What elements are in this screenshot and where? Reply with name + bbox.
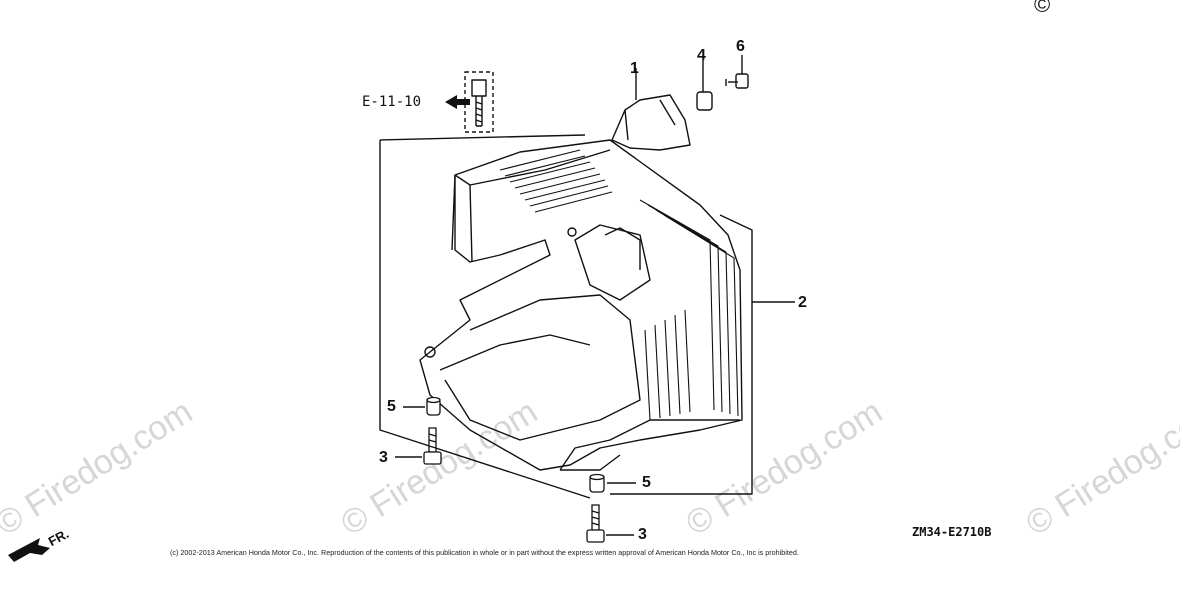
frame-right (610, 214, 753, 495)
cylinder-window (574, 224, 651, 301)
callout-5-right: 5 (642, 474, 651, 491)
callout-1: 1 (630, 60, 639, 77)
part-1-bracket (611, 94, 691, 151)
shroud-top-grille (499, 149, 613, 213)
part-5-collar-left (426, 396, 441, 416)
frame-left (379, 140, 591, 499)
part-4-clip-nut (696, 91, 713, 111)
reference-bolt-head (471, 79, 487, 97)
shroud-cooling-fins (639, 199, 739, 421)
part-6-bolt (735, 73, 749, 89)
callout-2: 2 (798, 294, 807, 311)
callout-3-left: 3 (379, 449, 388, 466)
corner-copyright-mark: © (1034, 0, 1051, 17)
shroud-outline (419, 139, 743, 471)
reference-bolt-box (464, 71, 494, 133)
part-3-bolt-right (586, 504, 605, 543)
callout-6: 6 (736, 38, 745, 55)
copyright-notice: (c) 2002-2013 American Honda Motor Co., … (170, 548, 799, 557)
callout-3-right: 3 (638, 526, 647, 543)
inner-duct (469, 294, 641, 431)
reference-arrow (445, 95, 470, 109)
part-3-bolt-left (423, 427, 442, 465)
callout-4: 4 (697, 47, 706, 64)
frame-top (379, 134, 586, 141)
front-direction-arrow (8, 538, 50, 562)
callout-5-left: 5 (387, 398, 396, 415)
part-5-collar-right (589, 473, 605, 493)
reference-label: E-11-10 (362, 94, 422, 110)
diagram-code: ZM34-E2710B (912, 525, 992, 539)
